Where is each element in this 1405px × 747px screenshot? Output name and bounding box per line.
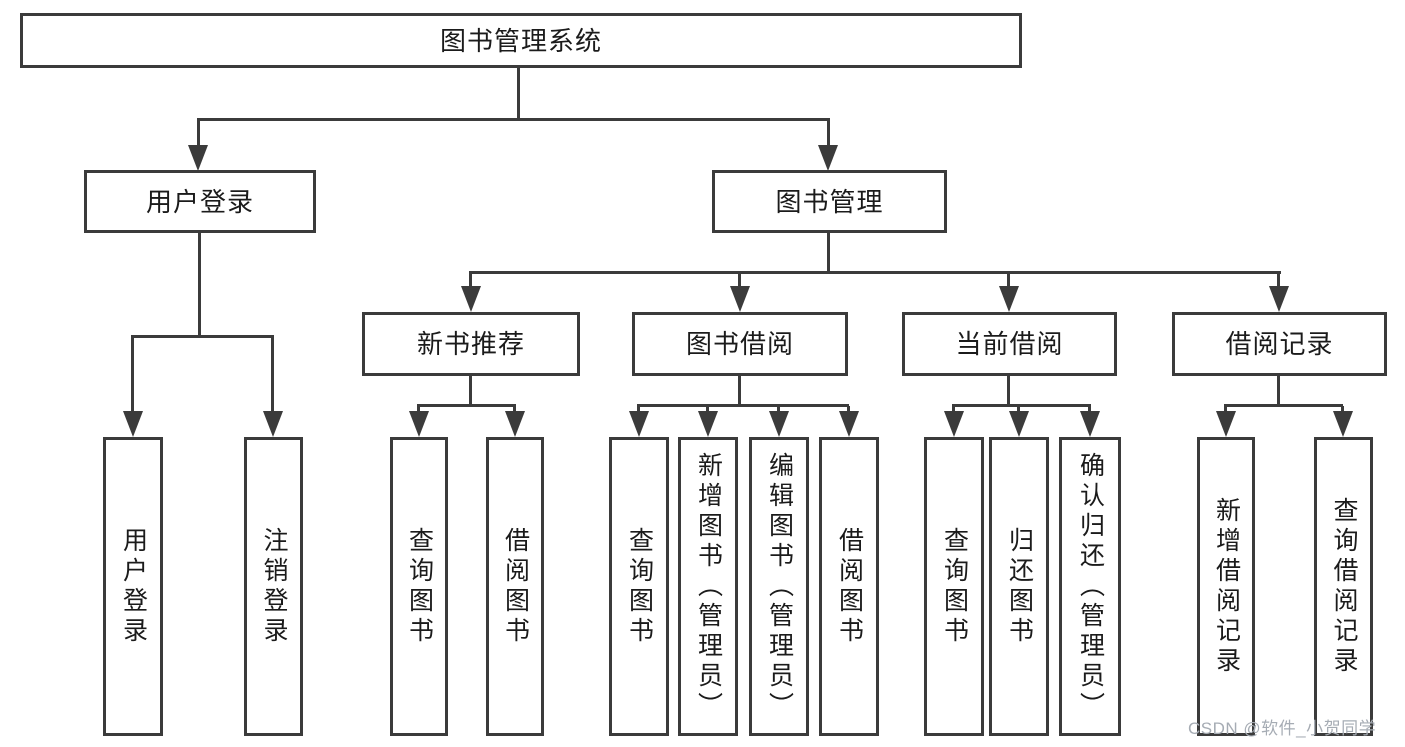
connector-drop-query-books-recommend (417, 406, 420, 415)
arrowhead-borrow-books-borrowing (839, 411, 859, 437)
arrowhead-add-borrow-record (1216, 411, 1236, 437)
node-new-book-recommendation: 新书推荐 (362, 312, 580, 376)
connector-drop-current-borrowing (1007, 273, 1010, 289)
node-user-login: 用户登录 (84, 170, 316, 233)
connector-drop-user-login (197, 120, 200, 148)
leaf-logout: 注销登录 (244, 437, 303, 736)
connector-level2-bar (197, 118, 830, 121)
leaf-query-books-current: 查询图书 (924, 437, 984, 736)
leaf-confirm-return-admin: 确认归还（管理员） (1059, 437, 1121, 736)
node-book-management: 图书管理 (712, 170, 947, 233)
arrowhead-confirm-return-admin (1080, 411, 1100, 437)
leaf-edit-books-admin: 编辑图书（管理员） (749, 437, 809, 736)
connector-drop-borrow-books-recommend (513, 406, 516, 415)
leaf-add-books-admin: 新增图书（管理员） (678, 437, 738, 736)
leaf-user-login: 用户登录 (103, 437, 163, 736)
leaf-borrow-books-recommend: 借阅图书 (486, 437, 544, 736)
connector-drop-book-management (827, 120, 830, 148)
arrowhead-borrowing-records (1269, 286, 1289, 312)
connector-drop-query-books-current (952, 406, 955, 415)
connector-recommend-stem (469, 376, 472, 407)
connector-drop-book-borrowing (738, 273, 741, 289)
arrowhead-borrow-books-recommend (505, 411, 525, 437)
arrowhead-book-borrowing (730, 286, 750, 312)
connector-root-stem (517, 66, 520, 120)
leaf-query-books-recommend: 查询图书 (390, 437, 448, 736)
connector-borrowing-bar (637, 404, 849, 407)
arrowhead-query-books-borrowing (629, 411, 649, 437)
connector-drop-confirm-return-admin (1088, 406, 1091, 415)
leaf-borrow-books-borrowing: 借阅图书 (819, 437, 879, 736)
leaf-return-books: 归还图书 (989, 437, 1049, 736)
arrowhead-query-books-current (944, 411, 964, 437)
connector-book-management-stem (827, 231, 830, 273)
node-root-library-management-system: 图书管理系统 (20, 13, 1022, 68)
connector-drop-borrow-books-borrowing (847, 406, 850, 415)
connector-drop-add-borrow-record (1224, 406, 1227, 415)
connector-drop-edit-books-admin (777, 406, 780, 415)
connector-current-stem (1007, 376, 1010, 407)
connector-drop-leaf-logout (271, 337, 274, 413)
connector-borrowing-stem (738, 376, 741, 407)
connector-drop-query-borrow-record (1341, 406, 1344, 415)
connector-drop-new-book-recommendation (469, 273, 472, 289)
connector-drop-leaf-user-login (131, 337, 134, 413)
arrowhead-leaf-user-login (123, 411, 143, 437)
arrowhead-new-book-recommendation (461, 286, 481, 312)
connector-drop-borrowing-records (1277, 273, 1280, 289)
arrowhead-book-management (818, 145, 838, 171)
arrowhead-user-login (188, 145, 208, 171)
node-book-borrowing: 图书借阅 (632, 312, 848, 376)
arrowhead-add-books-admin (698, 411, 718, 437)
connector-drop-add-books-admin (706, 406, 709, 415)
connector-drop-return-books (1017, 406, 1020, 415)
node-current-borrowing: 当前借阅 (902, 312, 1117, 376)
leaf-add-borrow-record: 新增借阅记录 (1197, 437, 1255, 736)
arrowhead-current-borrowing (999, 286, 1019, 312)
arrowhead-query-borrow-record (1333, 411, 1353, 437)
connector-user-login-bar (131, 335, 274, 338)
arrowhead-return-books (1009, 411, 1029, 437)
leaf-query-books-borrowing: 查询图书 (609, 437, 669, 736)
connector-user-login-stem (198, 231, 201, 337)
connector-records-stem (1277, 376, 1280, 407)
connector-records-bar (1224, 404, 1343, 407)
leaf-query-borrow-record: 查询借阅记录 (1314, 437, 1373, 736)
csdn-watermark: CSDN @软件_小贺同学 (1188, 719, 1377, 738)
arrowhead-query-books-recommend (409, 411, 429, 437)
arrowhead-edit-books-admin (769, 411, 789, 437)
arrowhead-leaf-logout (263, 411, 283, 437)
node-borrowing-records: 借阅记录 (1172, 312, 1387, 376)
connector-recommend-bar (417, 404, 516, 407)
connector-drop-query-books-borrowing (637, 406, 640, 415)
connector-current-bar (952, 404, 1091, 407)
connector-level3-bar (469, 271, 1281, 274)
